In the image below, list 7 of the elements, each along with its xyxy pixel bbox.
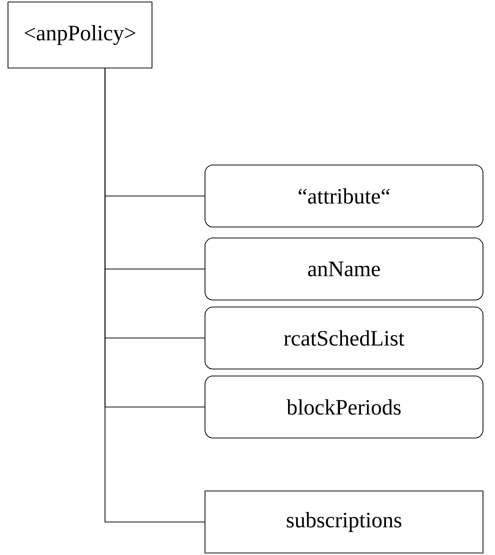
element-box: anName xyxy=(204,238,484,300)
element-box: “attribute“ xyxy=(204,164,484,228)
element-box: rcatSchedList xyxy=(204,306,484,370)
element-box: subscriptions xyxy=(204,490,484,554)
connector-line xyxy=(104,68,205,522)
root-box: <anpPolicy> xyxy=(8,2,152,68)
element-box: blockPeriods xyxy=(204,376,484,438)
